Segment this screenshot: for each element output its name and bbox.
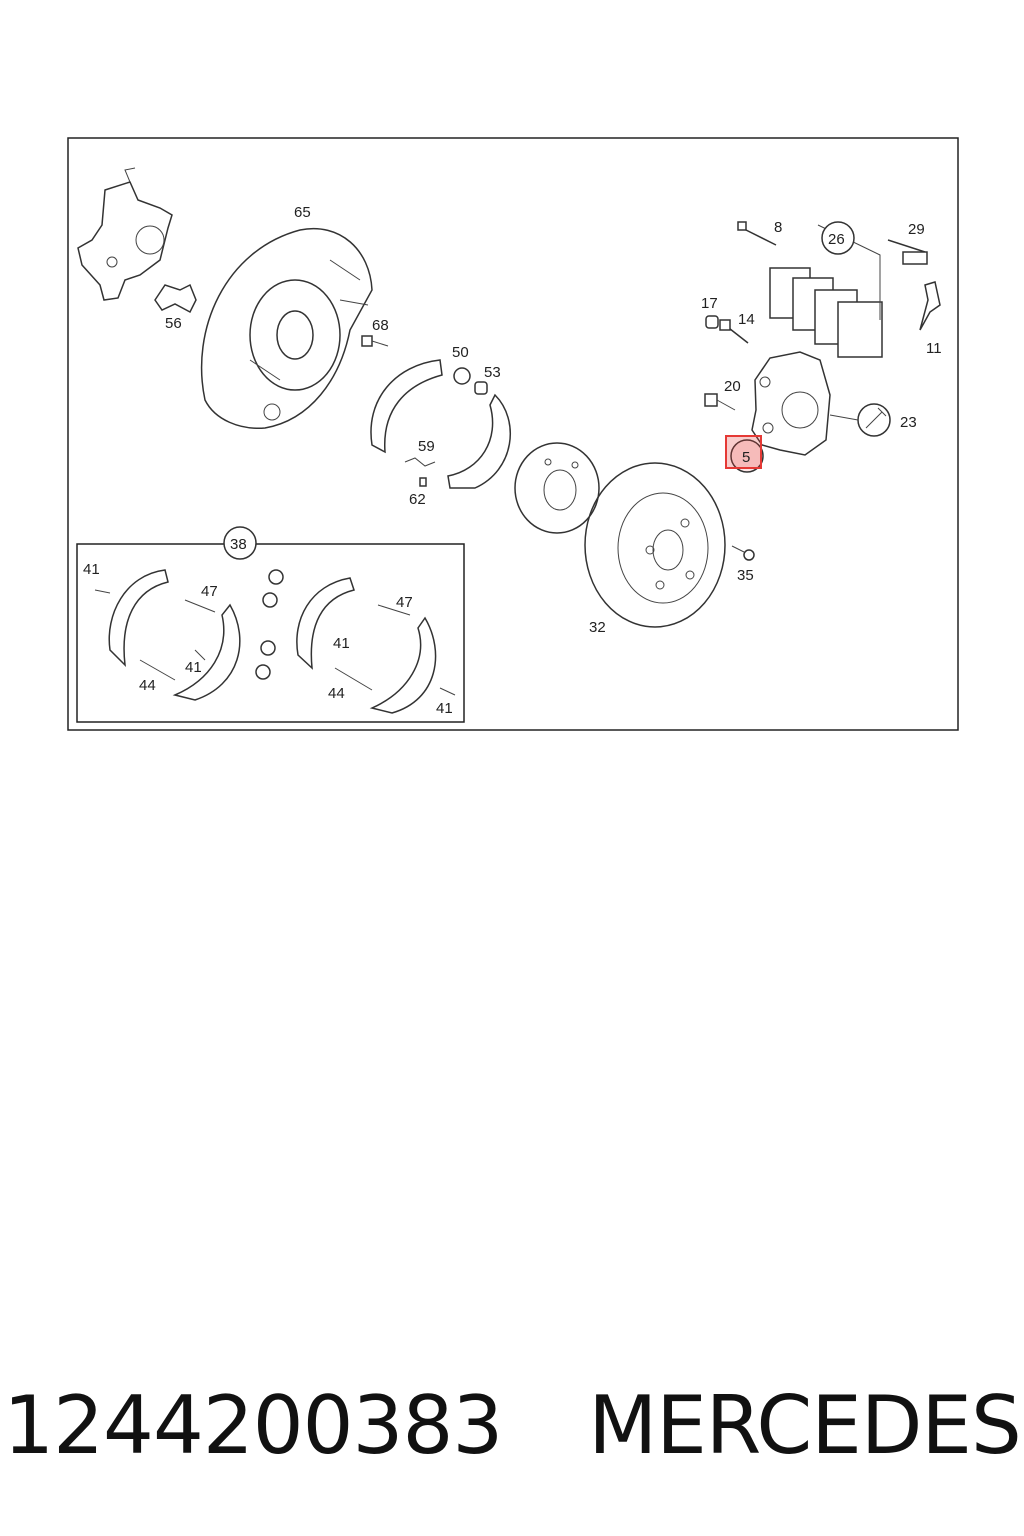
label-68: 68 xyxy=(372,317,389,334)
clip-11 xyxy=(919,281,941,331)
pin-62 xyxy=(419,477,427,487)
part-number: 1244200383 xyxy=(3,1378,503,1472)
label-17: 17 xyxy=(701,295,718,312)
label-44-left: 44 xyxy=(139,677,156,694)
caption: 1244200383 MERCEDES xyxy=(0,1370,1024,1480)
cap-17 xyxy=(705,315,719,329)
bolt-35 xyxy=(731,545,755,561)
wrench-symbol-23 xyxy=(829,403,891,437)
bleed-screw-14 xyxy=(719,319,749,344)
part-5-highlight xyxy=(725,435,764,473)
label-20: 20 xyxy=(724,378,741,395)
bolt-68 xyxy=(361,335,389,347)
bolt-20 xyxy=(704,393,736,411)
brake-pads-26 xyxy=(769,224,883,358)
shoe-set-left xyxy=(94,569,241,701)
adjuster-50 xyxy=(453,367,471,385)
label-41-mid-right: 41 xyxy=(333,635,350,652)
steering-knuckle xyxy=(77,167,173,301)
diagram-frame xyxy=(67,137,959,731)
label-11: 11 xyxy=(926,340,942,357)
label-8: 8 xyxy=(774,219,782,236)
label-56: 56 xyxy=(165,315,182,332)
label-65: 65 xyxy=(294,204,311,221)
brake-shoe-left xyxy=(370,359,443,454)
label-41-bottom-right: 41 xyxy=(436,700,453,717)
bolts-center xyxy=(255,569,284,680)
label-ring-38 xyxy=(223,526,257,560)
label-38: 38 xyxy=(230,536,247,553)
bracket-56 xyxy=(154,283,197,314)
brand-name: MERCEDES xyxy=(588,1378,1022,1472)
sensor-29 xyxy=(887,239,928,265)
brake-caliper xyxy=(751,351,831,456)
label-32: 32 xyxy=(589,619,606,636)
hub-flange xyxy=(514,442,600,534)
label-44-right: 44 xyxy=(328,685,345,702)
label-50: 50 xyxy=(452,344,469,361)
label-53: 53 xyxy=(484,364,501,381)
label-23: 23 xyxy=(900,414,917,431)
backing-plate-65 xyxy=(200,227,373,429)
brake-shoe-right xyxy=(447,393,512,489)
inset-frame-38 xyxy=(76,543,465,723)
label-35: 35 xyxy=(737,567,754,584)
label-47-left: 47 xyxy=(201,583,218,600)
label-62: 62 xyxy=(409,491,426,508)
label-14: 14 xyxy=(738,311,755,328)
label-29: 29 xyxy=(908,221,925,238)
label-41-mid-left: 41 xyxy=(185,659,202,676)
shoe-set-right xyxy=(296,577,456,714)
label-5: 5 xyxy=(742,449,750,466)
nut-53 xyxy=(474,381,488,395)
parts-diagram: 65 56 68 50 53 59 62 8 26 29 17 14 11 20… xyxy=(67,137,959,731)
bolt-8 xyxy=(737,221,777,246)
label-ring-26 xyxy=(821,221,855,255)
label-26: 26 xyxy=(828,231,845,248)
label-41-top-left: 41 xyxy=(83,561,100,578)
brake-disc-32 xyxy=(584,462,726,628)
label-47-right: 47 xyxy=(396,594,413,611)
label-59: 59 xyxy=(418,438,435,455)
spring-59 xyxy=(404,457,436,467)
